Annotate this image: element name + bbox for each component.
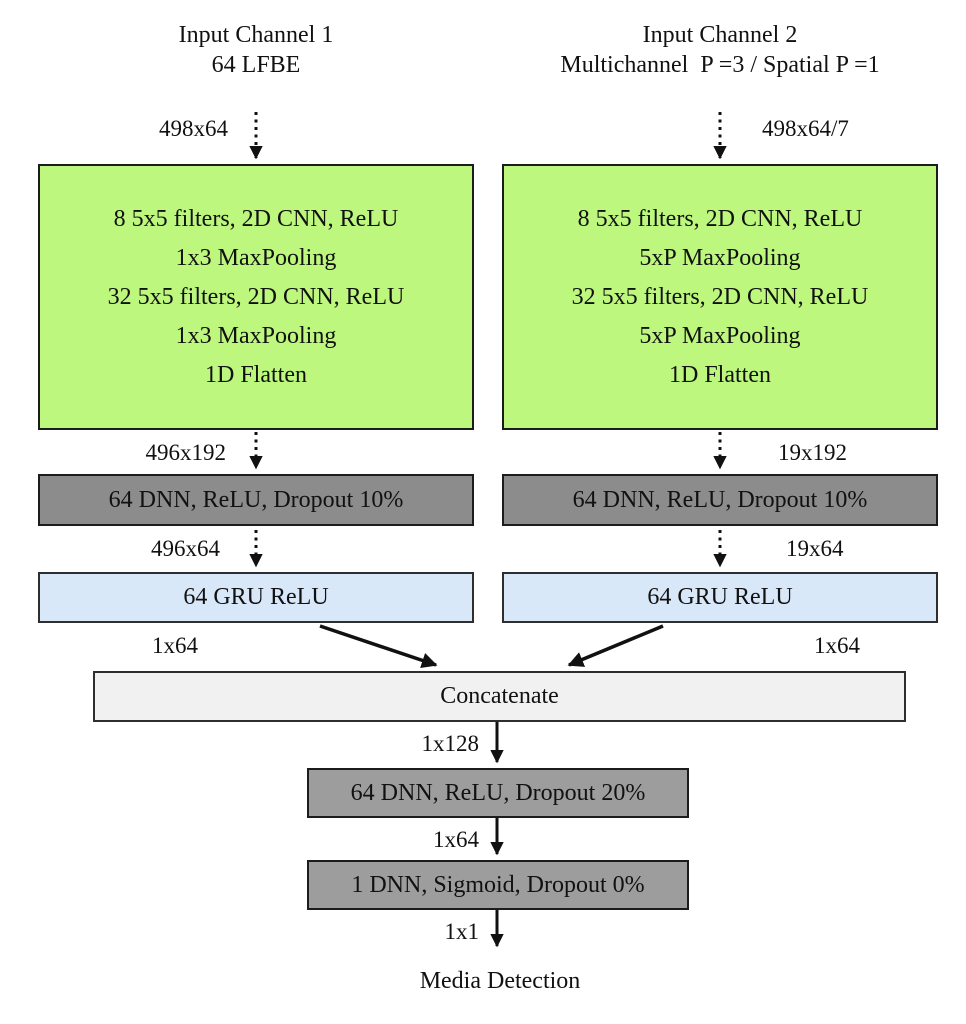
channel1-title: Input Channel 1 bbox=[178, 22, 334, 48]
dim-label-cnn-out-ch2: 19x192 bbox=[778, 440, 847, 465]
dim-label-sigmoid-out: 1x1 bbox=[444, 919, 480, 944]
channel2-header: Input Channel 2 Multichannel P =3 / Spat… bbox=[480, 20, 960, 80]
channel2-subtitle: Multichannel P =3 / Spatial P =1 bbox=[560, 52, 880, 78]
cnn-block-ch2-line5: 1D Flatten bbox=[669, 361, 771, 388]
cnn-block-ch2-line2: 5xP MaxPooling bbox=[639, 244, 801, 271]
dnn-block-merged: 64 DNN, ReLU, Dropout 20% bbox=[307, 768, 689, 818]
dnn-block-ch1: 64 DNN, ReLU, Dropout 10% bbox=[38, 474, 474, 526]
cnn-block-ch2-line1: 8 5x5 filters, 2D CNN, ReLU bbox=[577, 205, 863, 232]
cnn-block-ch2: 8 5x5 filters, 2D CNN, ReLU 5xP MaxPooli… bbox=[502, 164, 938, 430]
concatenate-block: Concatenate bbox=[93, 671, 906, 722]
dim-label-concat-out: 1x128 bbox=[421, 731, 480, 756]
gru-to-concat-arrow-ch2 bbox=[567, 624, 664, 667]
channel2-title: Input Channel 2 bbox=[642, 22, 798, 48]
dim-label-cnn-out-ch1: 496x192 bbox=[145, 440, 227, 465]
dnn-block-ch2: 64 DNN, ReLU, Dropout 10% bbox=[502, 474, 938, 526]
cnn-block-ch2-line3: 32 5x5 filters, 2D CNN, ReLU bbox=[571, 283, 869, 310]
gru-to-concat-arrow-ch1 bbox=[319, 624, 438, 668]
dim-label-dnn-out-ch1: 496x64 bbox=[151, 536, 220, 561]
cnn-block-ch1-line1: 8 5x5 filters, 2D CNN, ReLU bbox=[113, 205, 399, 232]
cnn-block-ch1-line2: 1x3 MaxPooling bbox=[175, 244, 337, 271]
cnn-block-ch1-line5: 1D Flatten bbox=[205, 361, 307, 388]
dim-label-gru-out-ch2: 1x64 bbox=[814, 633, 860, 658]
gru-block-ch2: 64 GRU ReLU bbox=[502, 572, 938, 623]
channel1-subtitle: 64 LFBE bbox=[211, 52, 301, 78]
dim-label-input-ch2: 498x64/7 bbox=[762, 116, 849, 141]
dim-label-dnn-out-ch2: 19x64 bbox=[786, 536, 844, 561]
cnn-block-ch1-line4: 1x3 MaxPooling bbox=[175, 322, 337, 349]
dim-label-merged-dnn-out: 1x64 bbox=[433, 827, 479, 852]
cnn-block-ch1-line3: 32 5x5 filters, 2D CNN, ReLU bbox=[107, 283, 405, 310]
cnn-block-ch1: 8 5x5 filters, 2D CNN, ReLU 1x3 MaxPooli… bbox=[38, 164, 474, 430]
channel1-header: Input Channel 1 64 LFBE bbox=[38, 20, 474, 80]
sigmoid-block: 1 DNN, Sigmoid, Dropout 0% bbox=[307, 860, 689, 910]
cnn-block-ch2-line4: 5xP MaxPooling bbox=[639, 322, 801, 349]
dim-label-input-ch1: 498x64 bbox=[159, 116, 228, 141]
dim-label-gru-out-ch1: 1x64 bbox=[152, 633, 198, 658]
output-label: Media Detection bbox=[419, 968, 581, 994]
gru-block-ch1: 64 GRU ReLU bbox=[38, 572, 474, 623]
